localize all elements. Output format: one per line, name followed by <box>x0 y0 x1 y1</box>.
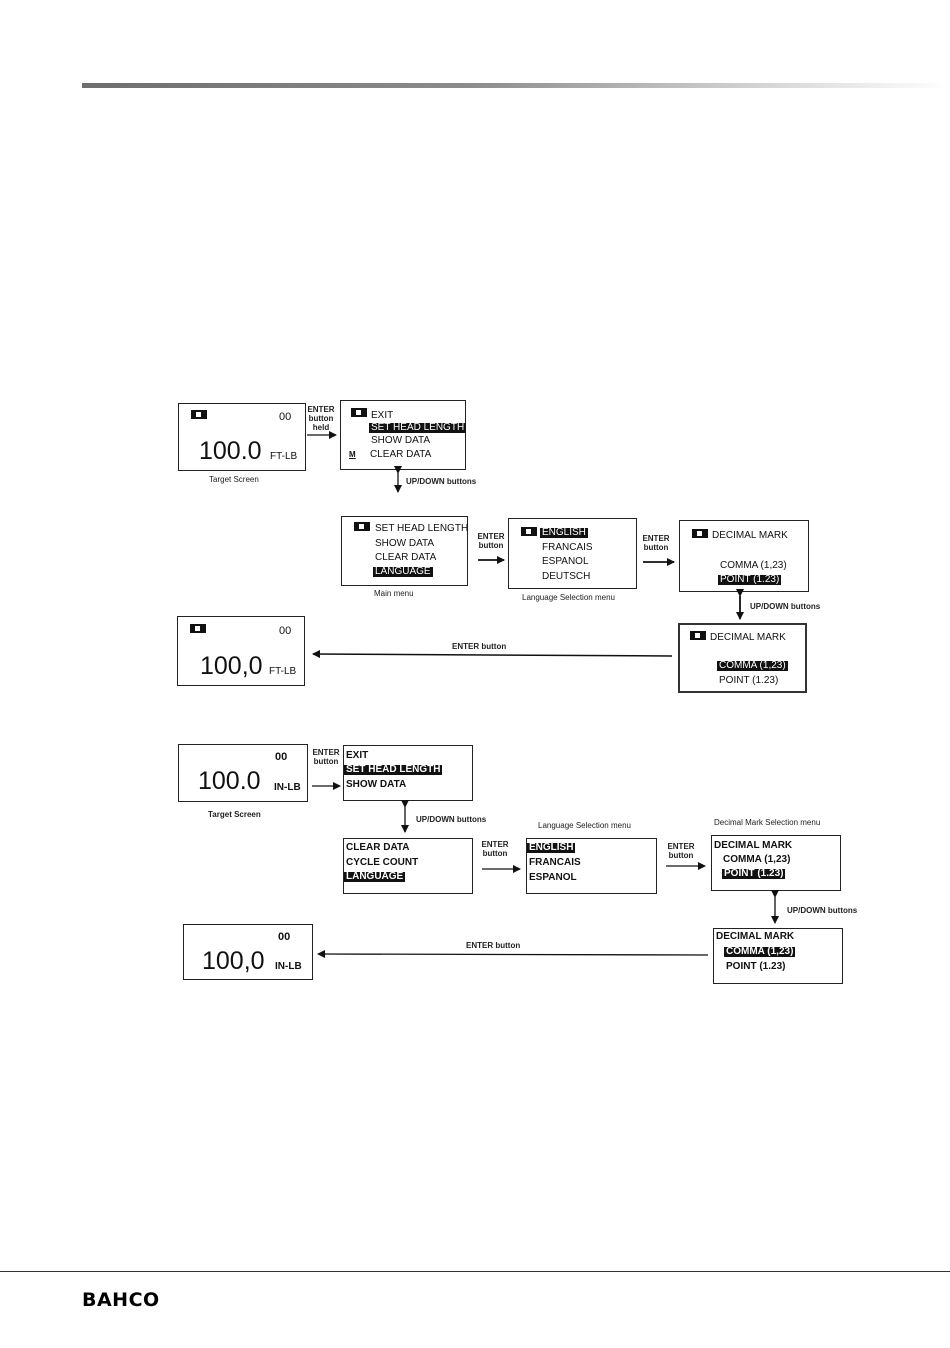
target-screen-caption: Target Screen <box>208 810 261 819</box>
settings-menu: EXIT SET HEAD LENGTH SHOW DATA M CLEAR D… <box>340 400 467 470</box>
arrow-left <box>312 650 673 659</box>
memory-icon: M <box>349 450 356 459</box>
language-item: FRANCAIS <box>542 542 593 553</box>
torque-value: 100,0 <box>202 947 265 975</box>
unit-label: IN-LB <box>275 961 302 972</box>
torque-value: 100,0 <box>200 652 263 680</box>
screen-code: 00 <box>279 625 292 637</box>
screen-code: 00 <box>275 751 288 763</box>
enter-label: ENTER button <box>466 941 521 950</box>
enter-label: ENTER button <box>477 532 505 551</box>
language-item: ESPANOL <box>529 872 577 883</box>
decimal-option: COMMA (1,23) <box>723 854 791 865</box>
torque-value: 100.0 <box>199 437 262 465</box>
language-item: FRANCAIS <box>529 857 581 868</box>
result-screen: 00 100,0 FT-LB <box>177 616 305 686</box>
menu-item: CYCLE COUNT <box>346 857 419 868</box>
main-menu-caption: Main menu <box>374 589 414 598</box>
target-screen: 00 100.0 FT-LB <box>178 403 306 471</box>
unit-label: IN-LB <box>274 782 301 793</box>
decimal-title: DECIMAL MARK <box>710 632 786 643</box>
torque-value: 100.0 <box>198 767 261 795</box>
menu-item: SHOW DATA <box>375 538 435 549</box>
language-menu: ENGLISH FRANCAIS ESPANOL DEUTSCH <box>508 518 637 589</box>
decimal-menu-caption: Decimal Mark Selection menu <box>714 818 821 827</box>
decimal-title: DECIMAL MARK <box>716 931 795 942</box>
language-menu-caption: Language Selection menu <box>522 593 615 602</box>
target-screen: 00 100.0 IN-LB <box>178 744 308 802</box>
result-screen: 00 100,0 IN-LB <box>183 924 313 980</box>
enter-label: ENTER button <box>642 534 670 553</box>
main-menu: CLEAR DATA CYCLE COUNT LANGUAGE <box>343 838 473 894</box>
menu-item-selected: LANGUAGE <box>344 871 406 882</box>
decimal-title: DECIMAL MARK <box>712 530 788 541</box>
updown-label: UP/DOWN buttons <box>787 906 858 915</box>
enter-label: ENTER button <box>481 840 509 859</box>
menu-item: SHOW DATA <box>371 435 431 446</box>
unit-label: FT-LB <box>270 451 298 462</box>
target-screen-caption: Target Screen <box>209 475 259 484</box>
language-item: DEUTSCH <box>542 571 591 582</box>
decimal-option-selected: POINT (1.23) <box>718 574 782 585</box>
decimal-mark-menu: DECIMAL MARK COMMA (1,23) POINT (1.23) <box>678 623 807 693</box>
battery-icon <box>354 522 370 531</box>
arrow-left <box>317 950 709 959</box>
header-rule <box>82 83 950 88</box>
decimal-option: POINT (1.23) <box>719 675 779 686</box>
battery-icon <box>690 631 706 640</box>
menu-item: SET HEAD LENGTH <box>375 523 469 534</box>
decimal-mark-menu: DECIMAL MARK COMMA (1,23) POINT (1.23) <box>679 520 809 592</box>
battery-icon <box>521 527 537 536</box>
menu-item: CLEAR DATA <box>370 449 432 460</box>
decimal-mark-menu: DECIMAL MARK COMMA (1,23) POINT (1.23) <box>711 835 841 891</box>
updown-label: UP/DOWN buttons <box>750 602 821 611</box>
unit-label: FT-LB <box>269 666 297 677</box>
menu-item-selected: SET HEAD LENGTH <box>369 422 467 433</box>
decimal-title: DECIMAL MARK <box>714 840 793 851</box>
brand-logo: BAHCO <box>82 1289 160 1311</box>
enter-label: ENTER button <box>452 642 507 651</box>
decimal-option: COMMA (1,23) <box>720 560 787 571</box>
decimal-option-selected: POINT (1.23) <box>722 868 786 879</box>
battery-icon <box>191 410 207 419</box>
enter-held-label: ENTER button held <box>307 405 335 433</box>
language-menu-caption: Language Selection menu <box>538 821 631 830</box>
decimal-option-selected: COMMA (1,23) <box>717 660 788 671</box>
updown-label: UP/DOWN buttons <box>416 815 487 824</box>
menu-item-selected: SET HEAD LENGTH <box>344 764 443 775</box>
language-selected: ENGLISH <box>540 527 588 538</box>
enter-label: ENTER button <box>312 748 340 767</box>
menu-item-selected: LANGUAGE <box>373 566 433 577</box>
battery-icon <box>190 624 206 633</box>
decimal-option: POINT (1.23) <box>726 961 786 972</box>
language-menu: ENGLISH FRANCAIS ESPANOL <box>526 838 657 894</box>
menu-item: CLEAR DATA <box>375 552 437 563</box>
settings-menu: EXIT SET HEAD LENGTH SHOW DATA <box>343 745 473 801</box>
menu-item: SHOW DATA <box>346 779 407 790</box>
enter-label: ENTER button <box>667 842 695 861</box>
decimal-option-selected: COMMA (1,23) <box>724 946 796 957</box>
menu-item: CLEAR DATA <box>346 842 410 853</box>
decimal-mark-menu: DECIMAL MARK COMMA (1,23) POINT (1.23) <box>713 928 843 984</box>
updown-label: UP/DOWN buttons <box>406 477 477 486</box>
language-item: ESPANOL <box>542 556 589 567</box>
language-selected: ENGLISH <box>527 842 576 853</box>
screen-code: 00 <box>278 931 291 943</box>
menu-item: EXIT <box>371 410 394 421</box>
menu-item: EXIT <box>346 750 369 761</box>
battery-icon <box>351 408 367 417</box>
main-menu: SET HEAD LENGTH SHOW DATA CLEAR DATA LAN… <box>341 516 468 586</box>
footer-rule <box>0 1271 950 1272</box>
battery-icon <box>692 529 708 538</box>
screen-code: 00 <box>279 411 292 423</box>
